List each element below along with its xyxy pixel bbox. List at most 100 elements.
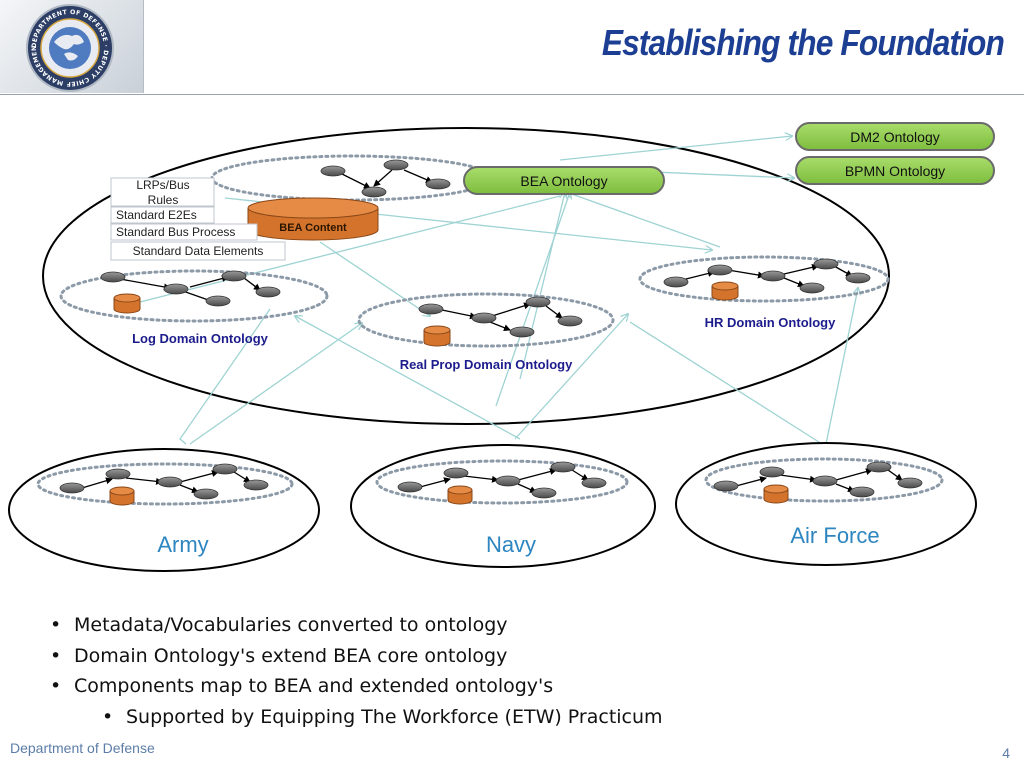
connector-line (825, 288, 858, 445)
navy-component: Navy (350, 444, 656, 568)
ontology-node (509, 326, 535, 338)
bpmn-ontology-label: BPMN Ontology (845, 163, 945, 179)
ontology-node (320, 165, 346, 177)
component-database-icon (447, 485, 473, 505)
log-domain-cluster: Log Domain Ontology (59, 269, 329, 346)
real-prop-domain-label: Real Prop Domain Ontology (400, 357, 573, 372)
connector-line (295, 316, 521, 440)
logo-panel: DEPARTMENT OF DEFENSE · DEPUTY CHIEF MAN… (0, 0, 144, 93)
ontology-node (812, 475, 838, 487)
bea-core-network (320, 159, 451, 198)
lrps-box (110, 177, 215, 207)
sub-bullet-item: Supported by Equipping The Workforce (ET… (100, 702, 663, 733)
page-title: Establishing the Foundation (601, 22, 1005, 63)
bpmn-ontology-node: BPMN Ontology (795, 156, 995, 185)
lrps-label-line1: LRPs/Bus (136, 178, 189, 192)
army-label: Army (157, 532, 208, 557)
ontology-node (581, 477, 607, 489)
air-force-component: Air Force (675, 442, 977, 566)
e2es-box (110, 206, 215, 224)
bea-ontology-node: BEA Ontology (463, 166, 665, 195)
army-ellipse (8, 448, 320, 572)
bullet-item: Components map to BEA and extended ontol… (48, 671, 663, 702)
domain-database-icon (113, 293, 141, 314)
ontology-node (471, 312, 497, 324)
ontology-node (221, 270, 247, 282)
ontology-node (760, 270, 786, 282)
ontology-node (361, 186, 387, 198)
connector-line (319, 241, 430, 316)
component-dotted-ellipse (36, 462, 294, 506)
ontology-node (531, 487, 557, 499)
ontology-node (495, 475, 521, 487)
domain-dotted-ellipse (59, 269, 329, 323)
ontology-node (383, 159, 409, 171)
ontology-node (105, 468, 131, 480)
ontology-node (813, 258, 839, 270)
ontology-node (163, 283, 189, 295)
hr-domain-label: HR Domain Ontology (705, 315, 836, 330)
component-dotted-ellipse (375, 459, 629, 505)
bus-process-label: Standard Bus Process (116, 225, 235, 239)
page-number: 4 (1002, 745, 1010, 761)
ontology-node (397, 481, 423, 493)
bus-process-box (110, 223, 258, 241)
ontology-node (425, 178, 451, 190)
e2es-label: Standard E2Es (116, 208, 197, 222)
ontology-node (866, 461, 892, 473)
connector-line (179, 308, 271, 445)
ontology-node (713, 480, 739, 492)
ontology-node (205, 295, 231, 307)
ontology-node (193, 488, 219, 500)
ontology-node (759, 466, 785, 478)
ontology-node (897, 477, 923, 489)
bullet-item: Metadata/Vocabularies converted to ontol… (48, 610, 663, 641)
data-elements-box (110, 241, 286, 261)
ontology-node (59, 482, 85, 494)
data-elements-label: Standard Data Elements (133, 244, 264, 258)
ontology-node (212, 463, 238, 475)
connector-line (559, 136, 792, 161)
connector-line (514, 314, 628, 440)
lrps-label-line2: Rules (148, 193, 179, 207)
component-database-icon (763, 484, 789, 504)
bullet-list: Metadata/Vocabularies converted to ontol… (48, 610, 663, 732)
connector-line (189, 323, 362, 445)
real-prop-domain-cluster: Real Prop Domain Ontology (357, 292, 615, 372)
slide-header: DEPARTMENT OF DEFENSE · DEPUTY CHIEF MAN… (0, 0, 1024, 95)
footer-organization: Department of Defense (10, 740, 155, 756)
dm2-ontology-label: DM2 Ontology (850, 129, 939, 145)
connector-line (519, 192, 565, 380)
bea-content-label: BEA Content (279, 222, 347, 234)
ontology-node (157, 476, 183, 488)
ontology-node (550, 461, 576, 473)
navy-ellipse (350, 444, 656, 568)
hr-domain-cluster: HR Domain Ontology (638, 255, 890, 330)
domain-database-icon (423, 325, 451, 347)
ontology-node (525, 296, 551, 308)
connector-line (566, 192, 721, 248)
component-dotted-ellipse (704, 457, 944, 503)
navy-label: Navy (486, 532, 536, 557)
connector-line (132, 195, 561, 304)
log-domain-label: Log Domain Ontology (132, 331, 269, 346)
domain-dotted-ellipse (638, 255, 890, 303)
connector-line (629, 321, 823, 445)
ontology-node (557, 315, 583, 327)
enterprise-ellipse (42, 127, 890, 425)
component-database-icon (109, 486, 135, 506)
dod-seal-logo: DEPARTMENT OF DEFENSE · DEPUTY CHIEF MAN… (24, 2, 114, 92)
bea-core-dotted-ellipse (210, 154, 494, 202)
army-component: Army (8, 448, 320, 572)
air-force-ellipse (675, 442, 977, 566)
domain-dotted-ellipse (357, 292, 615, 348)
content-labels: LRPs/Bus Rules Standard E2Es Standard Bu… (110, 177, 286, 261)
ontology-node (255, 286, 281, 298)
ontology-node (849, 486, 875, 498)
ontology-node (100, 271, 126, 283)
bea-content-database: BEA Content (247, 197, 379, 241)
bea-ontology-label: BEA Ontology (520, 173, 607, 189)
domain-database-icon (711, 281, 739, 301)
ontology-node (243, 479, 269, 491)
ontology-node (418, 303, 444, 315)
